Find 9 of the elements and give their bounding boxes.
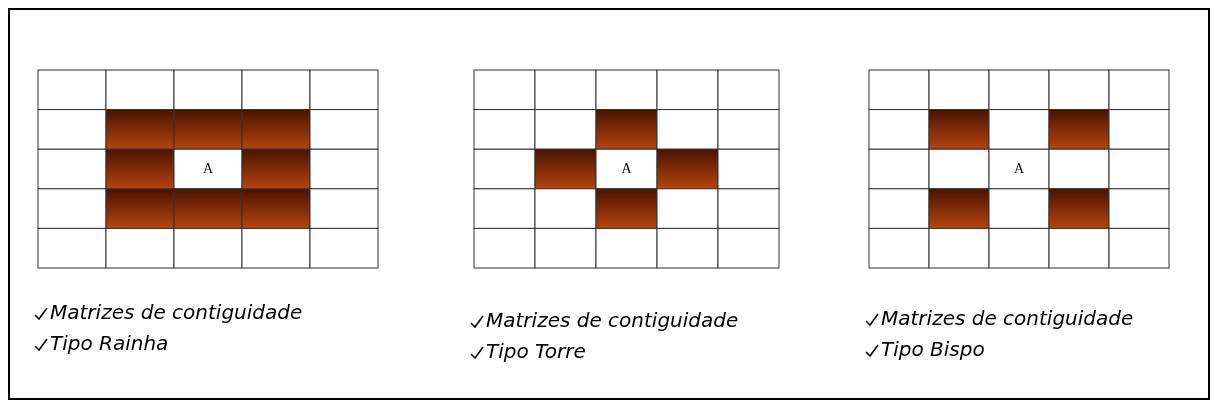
caption-text: Tipo Rainha [50, 331, 169, 355]
caption-text: Tipo Torre [486, 339, 586, 363]
caption-text: Tipo Bispo [881, 337, 985, 361]
cell-label: A [621, 161, 632, 177]
caption-text: Matrizes de contiguidade [486, 308, 739, 332]
caption-text: Matrizes de contiguidade [881, 306, 1134, 330]
cell-label: A [203, 161, 214, 177]
caption-text: Matrizes de contiguidade [50, 300, 303, 324]
cell-label: A [1014, 161, 1025, 177]
